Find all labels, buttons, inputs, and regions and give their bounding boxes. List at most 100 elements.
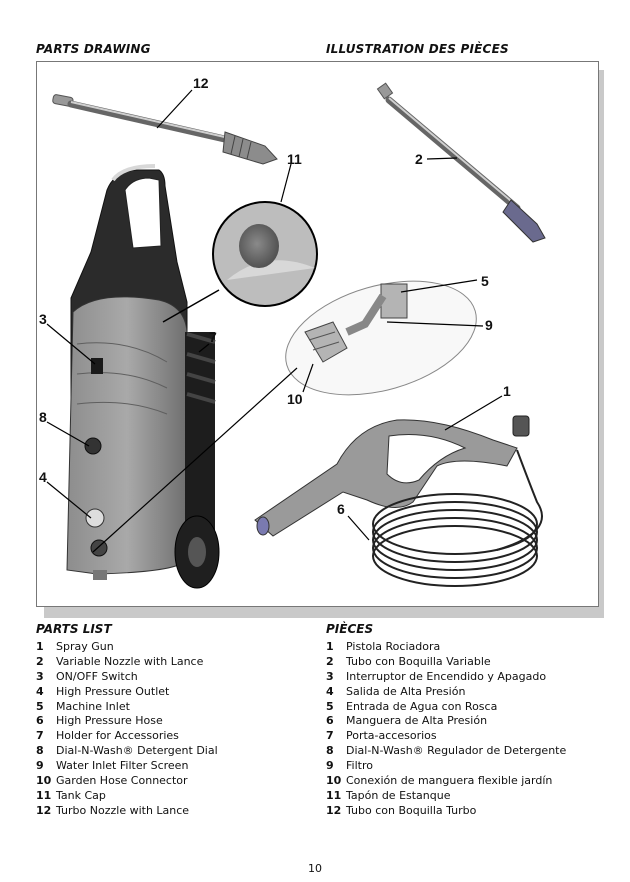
variable-lance-drawing (376, 82, 546, 243)
item-number: 2 (36, 654, 44, 668)
callout-1: 1 (503, 383, 511, 399)
illustration-heading: ILLUSTRATION DES PIÈCES (326, 42, 509, 56)
list-item: 12 Turbo Nozzle with Lance (36, 804, 218, 819)
pieces-title: PIÈCES (326, 622, 374, 636)
item-number: 6 (36, 714, 44, 728)
item-label: High Pressure Hose (56, 714, 163, 728)
item-label: Pistola Rociadora (346, 640, 441, 653)
list-item: 3 Interruptor de Encendido y Apagado (326, 670, 566, 685)
list-item: 2 Tubo con Boquilla Variable (326, 655, 566, 670)
item-number: 7 (36, 729, 44, 743)
item-number: 1 (36, 640, 44, 653)
item-label: Tank Cap (56, 788, 106, 802)
item-number: 4 (36, 684, 44, 698)
leader-lines (46, 89, 503, 541)
item-number: 8 (36, 744, 44, 758)
list-item: 4 High Pressure Outlet (36, 685, 218, 700)
list-item: 10 Conexión de manguera flexible jardín (326, 774, 566, 789)
item-label: Variable Nozzle with Lance (56, 654, 204, 668)
callout-6: 6 (337, 501, 345, 517)
callout-9: 9 (485, 317, 493, 333)
callout-2: 2 (415, 151, 423, 167)
list-item: 5 Entrada de Agua con Rosca (326, 700, 566, 715)
item-number: 7 (326, 729, 334, 743)
item-label: Holder for Accessories (56, 729, 179, 743)
callout-10: 10 (287, 391, 303, 407)
item-number: 11 (326, 788, 342, 802)
item-label: Machine Inlet (56, 699, 130, 713)
item-number: 3 (326, 669, 334, 683)
item-label: Tapón de Estanque (346, 788, 451, 802)
item-label: Dial-N-Wash® Regulador de Detergente (346, 744, 567, 758)
switch-drawing (91, 358, 103, 374)
item-label: Conexión de manguera flexible jardín (346, 774, 553, 788)
list-item: 11 Tank Cap (36, 789, 218, 804)
callout-11: 11 (287, 151, 302, 167)
item-number: 9 (326, 759, 334, 773)
item-label: Water Inlet Filter Screen (56, 759, 189, 773)
callout-7: 7 (209, 329, 217, 345)
list-item: 5 Machine Inlet (36, 700, 218, 715)
detergent-dial-drawing (84, 437, 102, 455)
parts-list-title: PARTS LIST (36, 622, 112, 636)
list-item: 8 Dial-N-Wash® Regulador de Detergente (326, 744, 566, 759)
item-number: 4 (326, 684, 334, 698)
item-label: ON/OFF Switch (56, 669, 138, 683)
item-number: 1 (326, 640, 334, 653)
item-label: Garden Hose Connector (56, 774, 188, 788)
item-number: 5 (36, 699, 44, 713)
item-label: Entrada de Agua con Rosca (346, 699, 498, 713)
item-number: 6 (326, 714, 334, 728)
callout-12: 12 (193, 75, 209, 91)
callout-5: 5 (481, 273, 489, 289)
callout-8: 8 (39, 409, 47, 425)
item-number: 2 (326, 654, 334, 668)
list-item: 7 Holder for Accessories (36, 729, 218, 744)
item-number: 12 (326, 803, 342, 817)
item-number: 3 (36, 669, 44, 683)
list-item: 6 High Pressure Hose (36, 714, 218, 729)
pieces-list: 1 Pistola Rociadora 2 Tubo con Boquilla Va… (326, 640, 566, 819)
item-number: 10 (36, 774, 52, 788)
parts-drawing-illustration: 12 2 3 8 4 5 7 9 10 1 6 11 (39, 75, 546, 589)
list-item: 3 ON/OFF Switch (36, 670, 218, 685)
pressure-washer-drawing (66, 164, 220, 589)
list-item: 12 Tubo con Boquilla Turbo (326, 804, 566, 819)
item-number: 5 (326, 699, 334, 713)
list-item: 8 Dial-N-Wash® Detergent Dial (36, 744, 218, 759)
item-label: Salida de Alta Presión (346, 684, 466, 698)
page-number: 10 (308, 862, 322, 875)
tank-cap-zoom (162, 201, 318, 323)
list-item: 1 Pistola Rociadora (326, 640, 566, 655)
parts-drawing-heading: PARTS DRAWING (36, 42, 151, 56)
callout-3: 3 (39, 311, 47, 327)
item-number: 9 (36, 759, 44, 773)
item-label: Manguera de Alta Presión (346, 714, 488, 728)
list-item: 4 Salida de Alta Presión (326, 685, 566, 700)
list-item: 1 Spray Gun (36, 640, 218, 655)
item-number: 11 (36, 788, 52, 802)
item-label: Tubo con Boquilla Variable (346, 654, 491, 668)
item-label: Turbo Nozzle with Lance (56, 803, 190, 817)
item-label: Spray Gun (56, 640, 114, 653)
turbo-lance-drawing (52, 94, 278, 165)
list-item: 10 Garden Hose Connector (36, 774, 218, 789)
parts-drawing-frame: 12 2 3 8 4 5 7 9 10 1 6 11 (36, 61, 599, 607)
list-item: 11 Tapón de Estanque (326, 789, 566, 804)
list-item: 6 Manguera de Alta Presión (326, 714, 566, 729)
list-item: 9 Filtro (326, 759, 566, 774)
callout-4: 4 (39, 469, 47, 485)
item-label: High Pressure Outlet (56, 684, 170, 698)
item-number: 8 (326, 744, 334, 758)
spray-gun-drawing (254, 415, 530, 537)
item-number: 12 (36, 803, 52, 817)
hose-coil-drawing (372, 449, 543, 587)
parts-list: 1 Spray Gun 2 Variable Nozzle with Lance 3… (36, 640, 218, 819)
item-label: Filtro (346, 759, 373, 773)
item-number: 10 (326, 774, 342, 788)
item-label: Tubo con Boquilla Turbo (346, 803, 477, 817)
item-label: Interruptor de Encendido y Apagado (346, 669, 547, 683)
list-item: 9 Water Inlet Filter Screen (36, 759, 218, 774)
item-label: Dial-N-Wash® Detergent Dial (56, 744, 218, 758)
